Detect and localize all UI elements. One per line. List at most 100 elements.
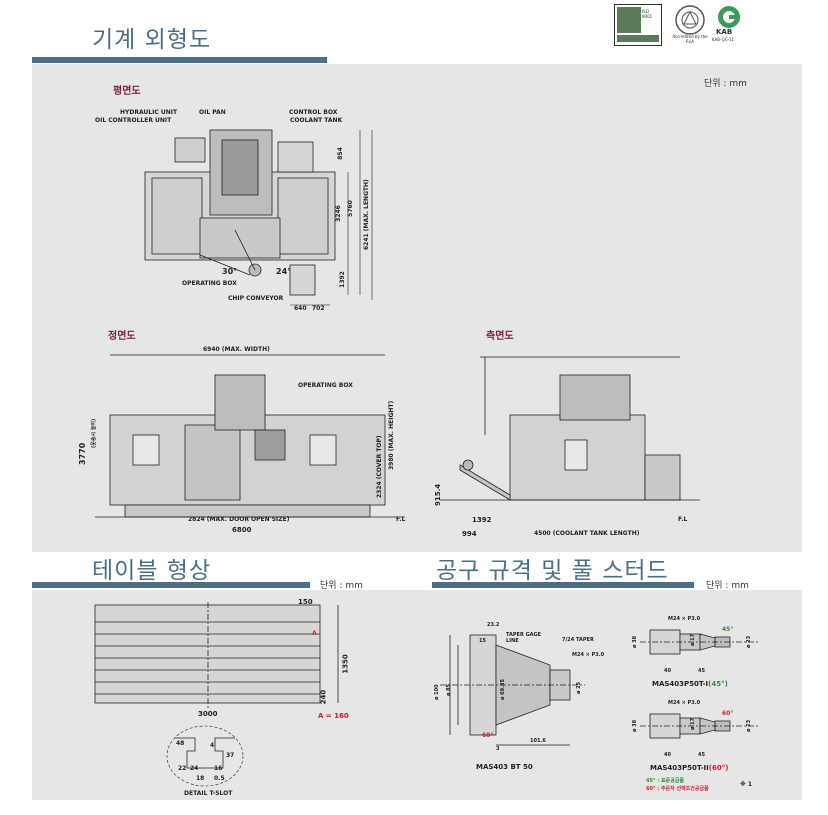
label-oil-pan: OIL PAN xyxy=(199,109,226,116)
dim-d23-p1: ø 23 xyxy=(746,635,752,648)
angle-30: 30° xyxy=(222,267,238,276)
dim-6241: 6241 (MAX. LENGTH) xyxy=(363,179,370,250)
unit-label-tool: 단위 : mm xyxy=(706,581,749,591)
dim-d85: ø 85 xyxy=(446,683,452,696)
dim-d38-p1: ø 38 xyxy=(632,635,638,648)
label-m24-p1: M24 × P3.0 xyxy=(668,616,701,622)
note-45: 45° : 표준공급품 xyxy=(646,778,684,784)
tslot-48: 48 xyxy=(176,740,185,747)
dim-240: 240 xyxy=(319,689,328,705)
dim-3770-sub: (운송시 높이) xyxy=(91,418,97,448)
note-60: 60° : 주문자 선택조건공급품 xyxy=(646,786,709,792)
dim-max-width: 6940 (MAX. WIDTH) xyxy=(203,346,270,353)
label-fl-side: F.L xyxy=(678,516,688,523)
dim-40-p1: 40 xyxy=(664,668,671,674)
front-view-drawing xyxy=(95,354,405,518)
dim-5760: 5760 xyxy=(346,200,354,217)
dim-101-6: 101.6 xyxy=(530,738,546,744)
dim-15: 15 xyxy=(479,638,486,644)
section-title-tooling: 공구 규격 및 풀 스터드 xyxy=(436,558,669,584)
dim-994: 994 xyxy=(462,530,477,538)
kab-logo: KAB KAB-QC-11 xyxy=(712,4,744,44)
dim-d38-p2: ø 38 xyxy=(632,719,638,732)
dim-45-p2: 45 xyxy=(698,752,705,758)
label-taper-gage: TAPER GAGE LINE xyxy=(506,632,542,644)
label-p50t1: MAS403P50T-I xyxy=(652,680,709,688)
plan-view-title: 평면도 xyxy=(113,86,141,97)
front-view-title: 정면도 xyxy=(108,331,136,342)
section-bar xyxy=(32,57,327,63)
dim-a-mark: A xyxy=(312,630,317,637)
dim-3246: 3246 xyxy=(334,205,342,222)
label-control-box: CONTROL BOX xyxy=(289,109,338,116)
dim-4500: 4500 (COOLANT TANK LENGTH) xyxy=(534,530,640,537)
kolas-caption: Accredited by the RvA xyxy=(672,34,708,44)
dim-d17-p1: ø 17 xyxy=(690,633,696,646)
dim-d100: ø 100 xyxy=(434,684,440,700)
dim-915: 915.4 xyxy=(434,483,442,506)
angle-60-p2: 60° xyxy=(722,710,734,717)
label-chip-conveyor: CHIP CONVEYOR xyxy=(228,295,284,302)
label-bt50: MAS403 BT 50 xyxy=(476,763,533,771)
pullstud-60-drawing xyxy=(640,713,758,739)
tslot-detail-drawing xyxy=(166,725,244,787)
side-view-drawing xyxy=(440,356,700,501)
dim-640: 640 xyxy=(294,305,307,312)
label-oil-controller: OIL CONTROLLER UNIT xyxy=(95,117,172,124)
dim-3: 3 xyxy=(496,746,500,752)
angle-notes: 45° : 표준공급품 60° : 주문자 선택조건공급품 xyxy=(646,777,709,793)
tslot-24: 24 xyxy=(190,765,199,772)
tslot-05: 0.5 xyxy=(214,775,225,782)
section-title-exterior: 기계 외형도 xyxy=(92,27,212,53)
side-view-title: 측면도 xyxy=(486,331,514,342)
table-drawing xyxy=(94,602,339,708)
dim-d25: ø 25 xyxy=(576,681,582,694)
angle-45-p1: 45° xyxy=(722,626,734,633)
tslot-detail-title: DETAIL T-SLOT xyxy=(184,790,233,797)
dim-d69-85: ø 69.85 xyxy=(500,679,506,700)
dim-cover-top: 2324 (COVER TOP) xyxy=(376,435,383,498)
dim-side-1392: 1392 xyxy=(472,516,492,524)
label-m24-p2: M24 × P3.0 xyxy=(668,700,701,706)
dim-a160: A = 160 xyxy=(318,712,349,720)
iso-mark-icon xyxy=(617,7,641,33)
dim-23-2: 23.2 xyxy=(487,622,500,628)
label-front-operating-box: OPERATING BOX xyxy=(298,382,353,389)
iso-caption: ISO 9001 xyxy=(642,9,653,19)
dim-3000: 3000 xyxy=(198,710,218,718)
label-p50t2: MAS403P50T-II xyxy=(650,764,709,772)
label-fl-front: F.L xyxy=(396,516,406,523)
label-m24-bt: M24 × P3.0 xyxy=(572,652,605,658)
label-coolant-tank: COOLANT TANK xyxy=(290,117,343,124)
label-p50t2-angle: (60°) xyxy=(708,764,729,772)
kab-sub: KAB-QC-11 xyxy=(712,37,735,42)
label-724-taper: 7/24 TAPER xyxy=(562,637,594,643)
section-title-table: 테이블 형상 xyxy=(92,558,212,584)
dim-45-p1: 45 xyxy=(698,668,705,674)
pullstud-45-drawing xyxy=(640,629,758,655)
dim-1350: 1350 xyxy=(341,654,350,674)
note-ref: ※ 1 xyxy=(740,781,753,788)
dim-3770: 3770 xyxy=(78,442,87,465)
dim-max-height: 3980 (MAX. HEIGHT) xyxy=(388,400,395,470)
dim-150: 150 xyxy=(298,598,313,606)
dim-702: 702 xyxy=(312,305,325,312)
kab-mark-icon xyxy=(718,6,740,28)
section-bar-tooling xyxy=(432,582,694,588)
dim-1392: 1392 xyxy=(338,271,346,288)
unit-label-top: 단위 : mm xyxy=(704,79,747,89)
dim-d23-p2: ø 23 xyxy=(746,719,752,732)
kab-text: KAB xyxy=(716,28,733,36)
label-p50t1-angle: (45°) xyxy=(708,680,728,688)
angle-24: 24° xyxy=(276,267,292,276)
section-bar-table xyxy=(32,582,310,588)
plan-view-drawing xyxy=(144,129,373,306)
kolas-logo: Accredited by the RvA xyxy=(672,4,708,44)
tslot-4: 4 xyxy=(210,742,215,749)
label-operating-box: OPERATING BOX xyxy=(182,280,237,287)
dim-854: 854 xyxy=(336,147,344,160)
dim-door-open: 2824 (MAX. DOOR OPEN SIZE) xyxy=(188,516,290,523)
tslot-16: 16 xyxy=(214,765,223,772)
dim-d17-p2: ø 17 xyxy=(690,717,696,730)
tslot-18: 18 xyxy=(196,775,205,782)
